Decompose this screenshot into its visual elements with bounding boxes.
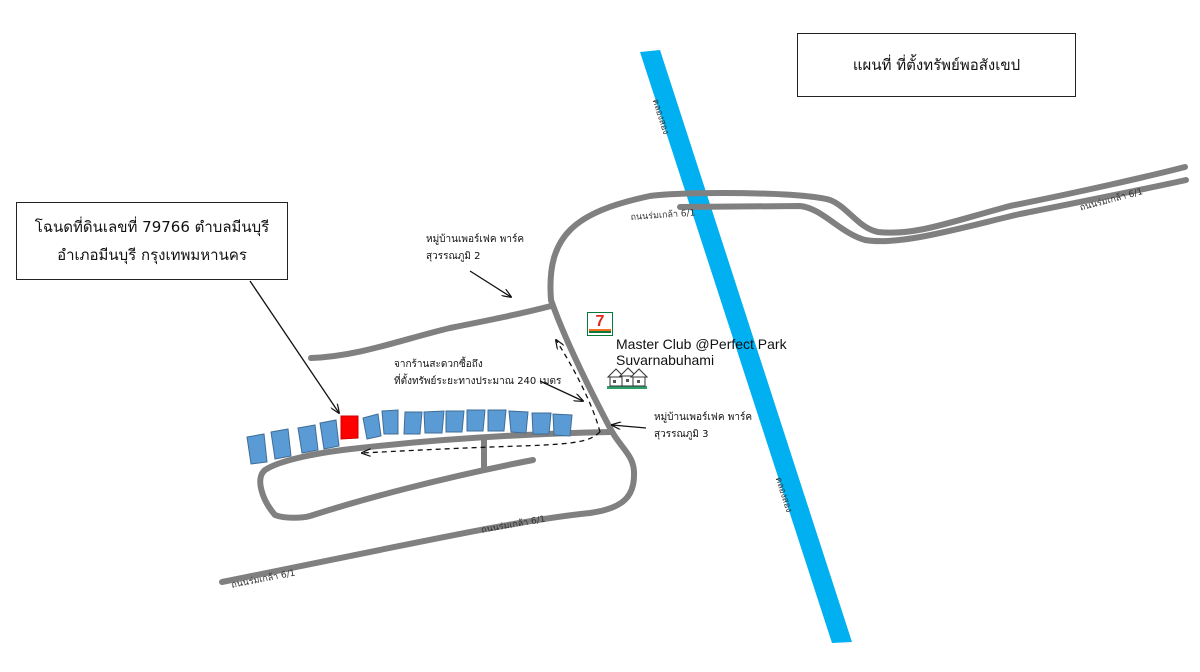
map-title-box: แผนที่ ที่ตั้งทรัพย์พอสังเขป [797,33,1076,97]
house-plots [246,409,573,465]
seven-eleven-icon: 7 [587,312,613,336]
map-title: แผนที่ ที่ตั้งทรัพย์พอสังเขป [852,56,1021,74]
route-dashed-up [556,340,601,433]
distance-label-line1: จากร้านสะดวกซื้อถึง [394,359,483,370]
plot [381,409,399,435]
village-2-label-line1: หมู่บ้านเพอร์เฟค พาร์ค [426,234,525,245]
road-main-upper [547,164,1188,303]
plot [445,410,465,433]
plot [552,413,573,437]
deed-pointer-arrow [249,280,339,413]
deed-note-line1: โฉนดที่ดินเลขที่ 79766 ตำบลมีนบุรี [34,218,270,236]
plot-subject [340,415,359,440]
road-connector [219,297,637,585]
plot [246,433,268,465]
house-icon [606,367,648,389]
plot [508,410,529,434]
plot [423,410,445,434]
poi-label-line2: Suvarnabuhami [616,352,715,368]
village-3-arrow [612,425,647,428]
plot [319,419,340,450]
distance-label: จากร้านสะดวกซื้อถึง ที่ตั้งทรัพย์ระยะทาง… [394,356,561,390]
poi-label-line1: Master Club @Perfect Park [616,336,787,352]
deed-note-line2: อำเภอมีนบุรี กรุงเทพมหานคร [57,246,247,264]
plot [403,411,423,435]
distance-arrow [539,380,583,401]
plot [531,412,552,435]
route-dashed [362,431,601,453]
deed-note-box: โฉนดที่ดินเลขที่ 79766 ตำบลมีนบุรี อำเภอ… [16,202,288,280]
plot [466,409,486,432]
poi-label: Master Club @Perfect Park Suvarnabuhami [616,336,787,368]
village-2-label-line2: สุวรรณภูมิ 2 [426,251,481,262]
village-3-label: หมู่บ้านเพอร์เฟค พาร์ค สุวรรณภูมิ 3 [654,409,752,443]
plot [270,428,292,460]
road-main-lower [677,177,1189,245]
road-village-2 [308,303,554,361]
distance-label-line2: ที่ตั้งทรัพย์ระยะทางประมาณ 240 เมตร [394,376,562,387]
road-soi-loop [257,429,613,521]
plot [362,413,382,440]
village-3-label-line2: สุวรรณภูมิ 3 [654,429,709,440]
village-2-arrow [469,270,511,297]
plot [487,409,507,432]
plot [297,424,319,454]
canal [640,50,852,643]
village-2-label: หมู่บ้านเพอร์เฟค พาร์ค สุวรรณภูมิ 2 [426,231,524,265]
village-3-label-line1: หมู่บ้านเพอร์เฟค พาร์ค [654,412,753,423]
